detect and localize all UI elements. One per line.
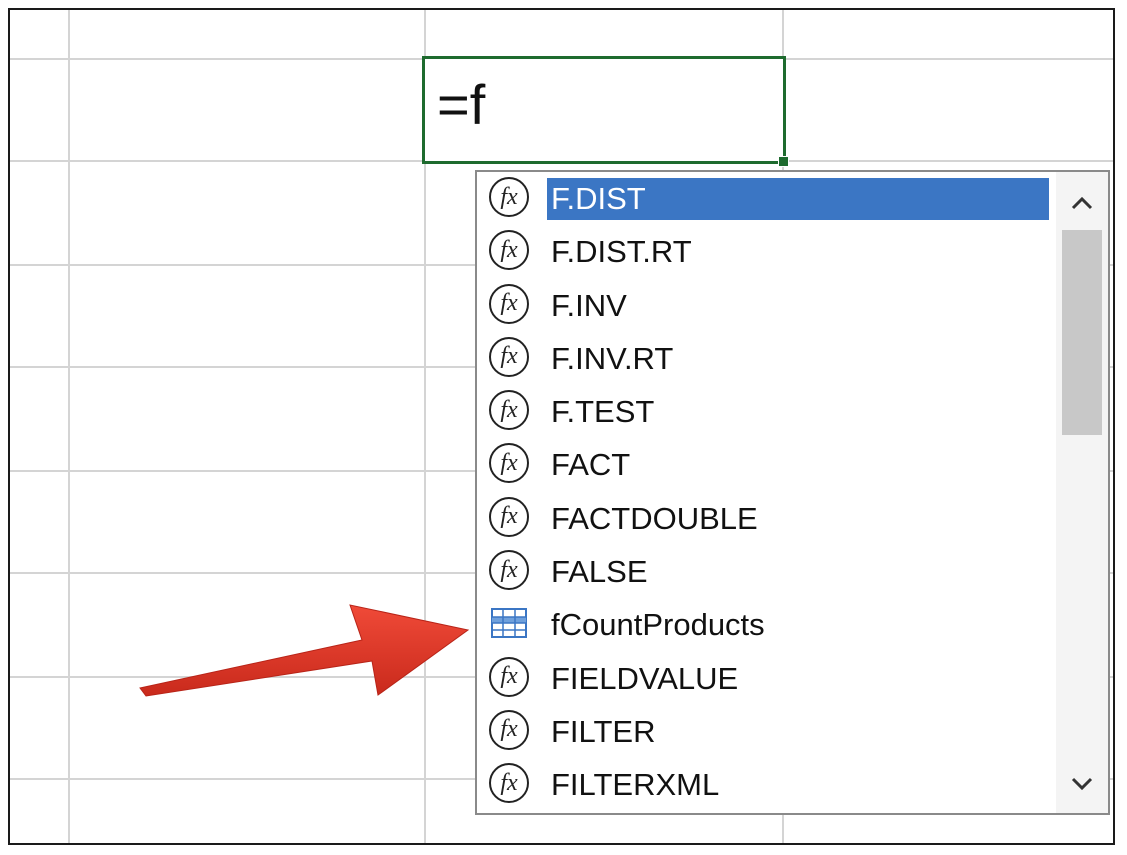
autocomplete-item[interactable]: fx FACTDOUBLE (477, 492, 1049, 545)
autocomplete-scrollbar[interactable] (1056, 172, 1108, 813)
chevron-down-icon (1071, 777, 1093, 791)
autocomplete-item[interactable]: fx FALSE (477, 545, 1049, 598)
scroll-down-button[interactable] (1056, 759, 1108, 809)
autocomplete-item[interactable]: fx F.INV (477, 279, 1049, 332)
function-icon: fx (489, 763, 529, 804)
autocomplete-item-label: F.INV (551, 287, 627, 323)
autocomplete-item-label: FIELDVALUE (551, 660, 739, 696)
function-icon: fx (489, 550, 529, 591)
function-icon: fx (489, 390, 529, 431)
autocomplete-item[interactable]: fx FILTER (477, 705, 1049, 758)
autocomplete-item-label: FILTER (551, 713, 656, 749)
grid-column-line (68, 10, 70, 843)
fx-glyph: fx (489, 763, 529, 804)
fx-glyph: fx (489, 283, 529, 324)
cell-formula-text[interactable]: =f (437, 73, 486, 136)
autocomplete-item[interactable]: fx FACT (477, 438, 1049, 491)
fx-glyph: fx (489, 336, 529, 377)
function-icon: fx (489, 336, 529, 377)
autocomplete-item[interactable]: fx F.INV.RT (477, 332, 1049, 385)
autocomplete-item[interactable]: fx F.TEST (477, 385, 1049, 438)
fx-glyph: fx (489, 656, 529, 697)
fx-glyph: fx (489, 230, 529, 271)
fx-glyph: fx (489, 443, 529, 484)
autocomplete-item-label: FILTERXML (551, 767, 720, 803)
autocomplete-item-label: F.DIST.RT (551, 234, 692, 270)
autocomplete-item-label: F.TEST (551, 394, 655, 430)
fx-glyph: fx (489, 177, 529, 217)
scroll-up-button[interactable] (1056, 178, 1108, 228)
fx-glyph: fx (489, 709, 529, 750)
fx-glyph: fx (489, 496, 529, 537)
autocomplete-item[interactable]: fCountProducts (477, 598, 1049, 651)
function-icon: fx (489, 283, 529, 324)
fill-handle[interactable] (778, 156, 789, 167)
autocomplete-item-label: FALSE (551, 554, 648, 590)
autocomplete-item-label: F.INV.RT (551, 340, 674, 376)
autocomplete-item[interactable]: fx FILTERXML (477, 758, 1049, 811)
function-icon: fx (489, 177, 529, 217)
autocomplete-item-label: FACT (551, 447, 631, 483)
fx-glyph: fx (489, 550, 529, 591)
function-icon: fx (489, 230, 529, 271)
autocomplete-item-label: FACTDOUBLE (551, 500, 758, 536)
function-icon: fx (489, 496, 529, 537)
grid-column-line (424, 10, 426, 843)
chevron-up-icon (1071, 196, 1093, 210)
table-grid-icon (491, 608, 527, 639)
fx-glyph: fx (489, 390, 529, 431)
table-name-icon (489, 603, 529, 643)
active-cell[interactable]: =f (422, 56, 789, 167)
autocomplete-item[interactable]: fx F.DIST (477, 172, 1049, 225)
autocomplete-item[interactable]: fx FIELDVALUE (477, 652, 1049, 705)
function-icon: fx (489, 443, 529, 484)
function-icon: fx (489, 709, 529, 750)
autocomplete-item[interactable]: fx F.DIST.RT (477, 225, 1049, 278)
autocomplete-item-label: F.DIST (547, 178, 1049, 220)
scroll-thumb[interactable] (1062, 230, 1102, 435)
function-icon: fx (489, 656, 529, 697)
autocomplete-item-label: fCountProducts (551, 607, 765, 643)
